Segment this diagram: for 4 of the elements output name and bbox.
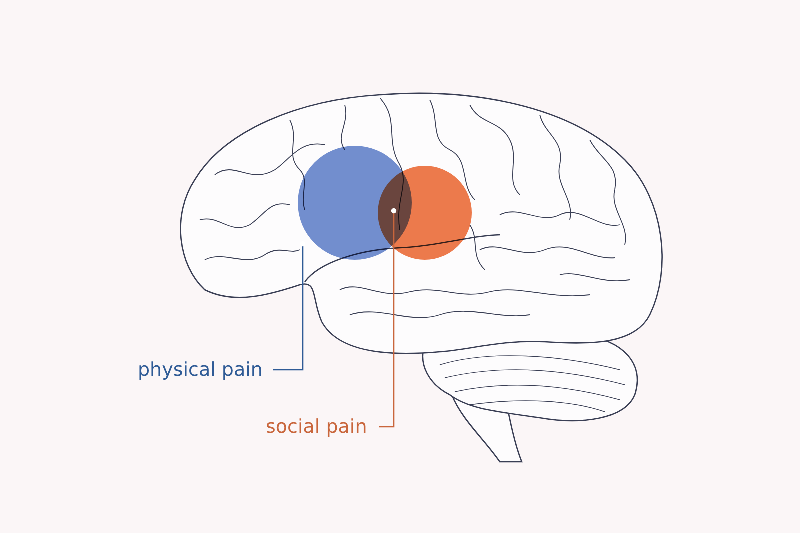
- leader-line: [379, 208, 397, 428]
- region-label: social pain: [266, 415, 368, 439]
- region-label: physical pain: [138, 358, 263, 382]
- leader-line: [273, 241, 306, 371]
